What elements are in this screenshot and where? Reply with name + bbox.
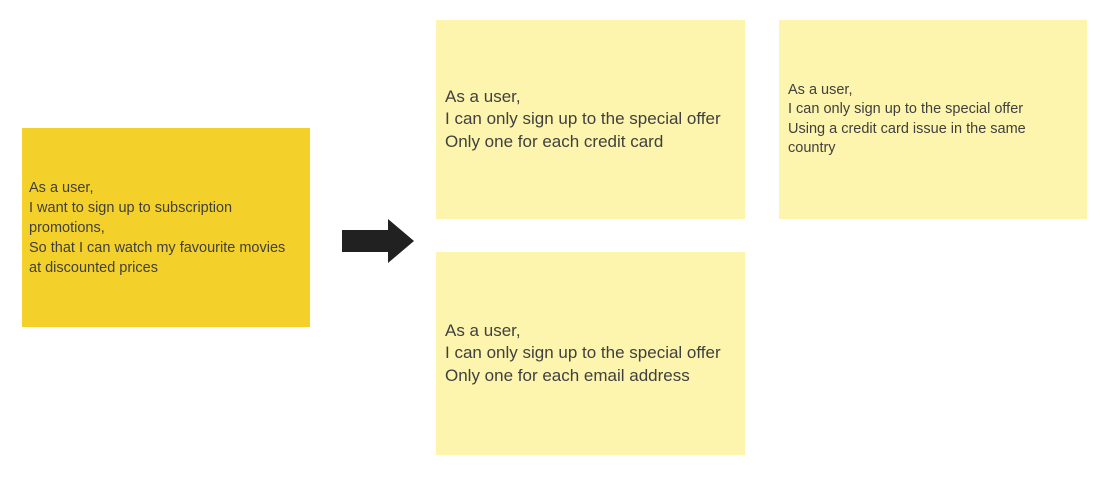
split-story-text-same-country: As a user, I can only sign up to the spe… bbox=[788, 81, 1026, 157]
split-story-card-credit-card[interactable]: As a user, I can only sign up to the spe… bbox=[436, 20, 745, 219]
split-story-card-email-address[interactable]: As a user, I can only sign up to the spe… bbox=[436, 252, 745, 455]
source-story-card[interactable]: As a user, I want to sign up to subscrip… bbox=[22, 128, 310, 327]
split-story-text-credit-card: As a user, I can only sign up to the spe… bbox=[445, 86, 721, 151]
source-story-text: As a user, I want to sign up to subscrip… bbox=[29, 179, 286, 276]
split-arrow-icon bbox=[342, 219, 414, 263]
split-story-text-email-address: As a user, I can only sign up to the spe… bbox=[445, 320, 721, 385]
split-story-card-same-country[interactable]: As a user, I can only sign up to the spe… bbox=[779, 20, 1087, 219]
